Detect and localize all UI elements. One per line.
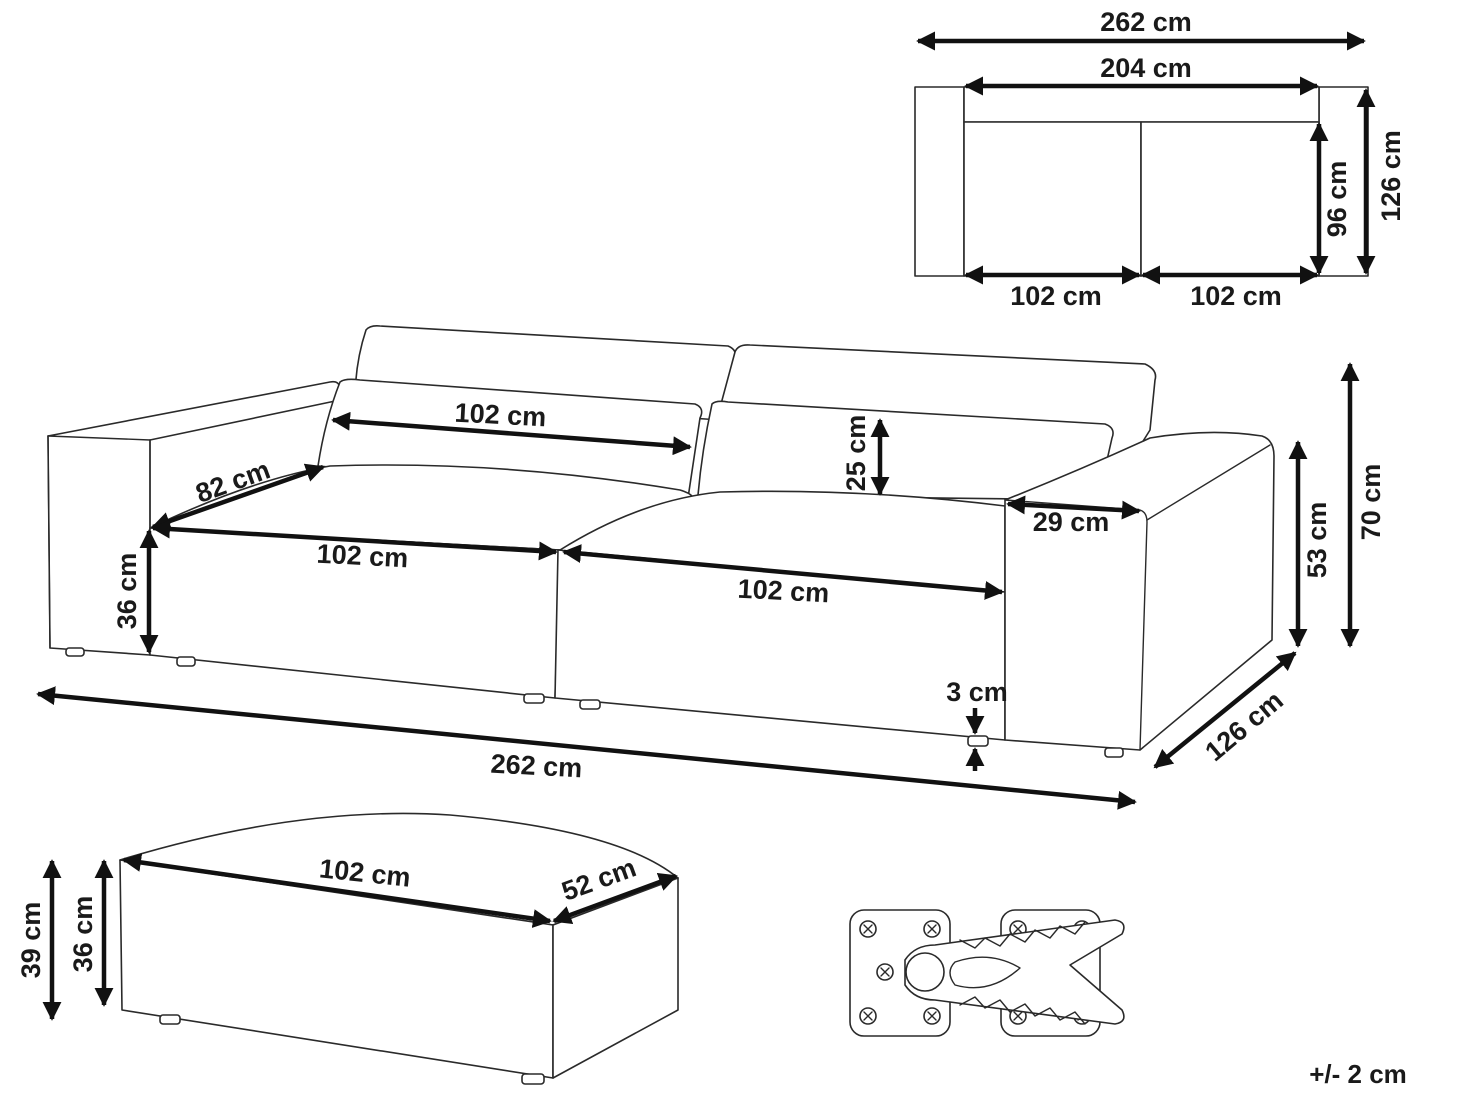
ottoman-total-height-label: 39 cm xyxy=(16,902,46,979)
arm-width-label: 29 cm xyxy=(1033,507,1110,537)
top-view-seat-left xyxy=(963,121,1142,277)
top-seat-width-label: 204 cm xyxy=(1100,53,1192,83)
foot xyxy=(521,1073,545,1085)
foot xyxy=(579,699,601,710)
back-cushion-right xyxy=(697,400,1114,501)
top-depth-total-label: 126 cm xyxy=(1376,130,1406,222)
leg-height-label: 3 cm xyxy=(946,677,1008,707)
arm-height-label: 53 cm xyxy=(1302,502,1332,579)
module-left-arrow xyxy=(151,519,558,561)
foot xyxy=(967,735,989,747)
total-depth-label: 126 cm xyxy=(1199,685,1288,767)
top-seat-depth-label: 96 cm xyxy=(1322,161,1352,238)
tolerance-note: +/- 2 cm xyxy=(1309,1059,1407,1089)
total-depth-arrow xyxy=(1153,651,1297,769)
cushion-width-label: 102 cm xyxy=(454,398,547,433)
top-view-left-arm xyxy=(914,86,965,277)
module-right-label: 102 cm xyxy=(737,574,830,609)
ottoman: 102 cm 52 cm 39 cm 36 cm xyxy=(16,812,679,1085)
foot xyxy=(159,1014,181,1025)
sofa-connector-bracket-icon xyxy=(849,909,1125,1037)
foot xyxy=(1104,747,1124,758)
module-right-arrow xyxy=(562,544,1004,600)
top-module-right-label: 102 cm xyxy=(1190,281,1282,311)
top-module-left-label: 102 cm xyxy=(1010,281,1102,311)
seat-depth-arrow xyxy=(151,463,325,531)
top-view-back xyxy=(963,86,1320,123)
ottoman-body-height-label: 36 cm xyxy=(68,896,98,973)
ottoman-depth-arrow xyxy=(552,873,678,924)
module-left-label: 102 cm xyxy=(316,539,409,574)
arm-width-arrow xyxy=(1006,495,1141,520)
total-height-label: 70 cm xyxy=(1356,464,1386,541)
total-width-arrow xyxy=(36,686,1137,810)
top-view-seat-right xyxy=(1140,121,1320,277)
connector-pivot xyxy=(905,952,945,992)
foot xyxy=(523,693,545,704)
total-width-label: 262 cm xyxy=(490,749,583,784)
ottoman-width-arrow xyxy=(122,853,552,928)
cushion-height-label: 25 cm xyxy=(841,415,871,492)
top-view: 262 cm 204 cm 126 cm 96 cm 102 cm 102 cm xyxy=(914,7,1406,311)
top-overall-width-label: 262 cm xyxy=(1100,7,1192,37)
sofa-perspective: 102 cm 82 cm 25 cm 102 cm 102 cm 36 cm 2… xyxy=(36,325,1386,810)
seat-height-label: 36 cm xyxy=(112,553,142,630)
foot xyxy=(176,656,196,667)
foot xyxy=(65,647,85,657)
cushion-width-arrow xyxy=(331,411,692,456)
